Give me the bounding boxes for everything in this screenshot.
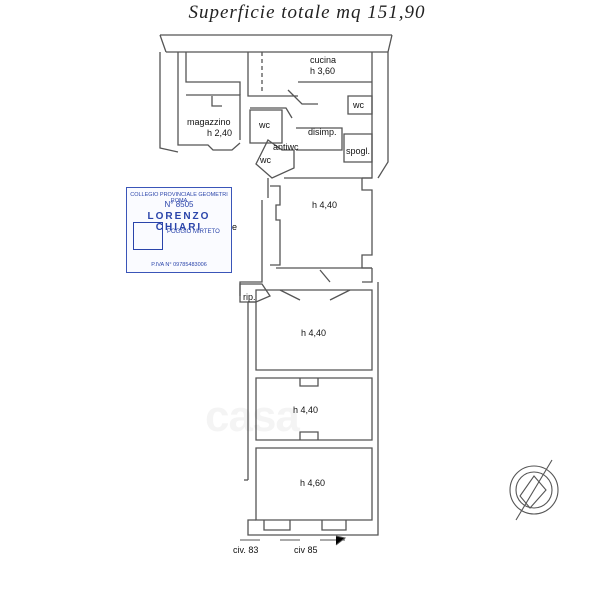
stamp-line-3: LORENZO CHIARI bbox=[147, 211, 211, 233]
partial-label: e bbox=[232, 222, 238, 232]
stamp-line-5: P.IVA N° 09785483006 bbox=[151, 262, 207, 268]
room-cucina-label: cucina bbox=[310, 55, 337, 65]
street-line bbox=[240, 535, 347, 546]
surveyor-stamp: COLLEGIO PROVINCIALE GEOMETRI ROMA N° 85… bbox=[126, 187, 232, 273]
room-4-height: h 4,60 bbox=[300, 478, 326, 488]
north-arrow-icon bbox=[509, 459, 559, 521]
stamp-seal-icon bbox=[133, 222, 163, 250]
stamp-line-4: POGGIO MIRTETO bbox=[167, 229, 220, 235]
civ-85-label: civ 85 bbox=[294, 545, 318, 555]
room-3-height: h 4,40 bbox=[293, 405, 319, 415]
room-antiwc-label: antiwc bbox=[273, 142, 299, 152]
watermark: casa bbox=[205, 392, 300, 442]
room-2-height: h 4,40 bbox=[301, 328, 327, 338]
stamp-line-1: COLLEGIO PROVINCIALE GEOMETRI ROMA bbox=[130, 192, 228, 204]
room-rip-label: rip. bbox=[243, 292, 256, 302]
stamp-line-2: N° 8505 bbox=[164, 200, 194, 209]
room-wc-2-label: wc bbox=[353, 100, 364, 110]
walls bbox=[159, 34, 393, 536]
room-disimp-label: disimp. bbox=[308, 127, 337, 137]
room-magazzino-label: magazzino bbox=[187, 117, 231, 127]
room-wc-3-label: wc bbox=[260, 155, 271, 165]
room-1-height: h 4,40 bbox=[312, 200, 338, 210]
room-spogl-label: spogl. bbox=[346, 146, 371, 156]
plan-title: Superficie totale mq 151,90 bbox=[188, 2, 426, 23]
room-magazzino-height: h 2,40 bbox=[207, 128, 233, 138]
room-cucina-height: h 3,60 bbox=[310, 66, 336, 76]
room-wc-1-label: wc bbox=[259, 120, 270, 130]
civ-83-label: civ. 83 bbox=[233, 545, 259, 555]
